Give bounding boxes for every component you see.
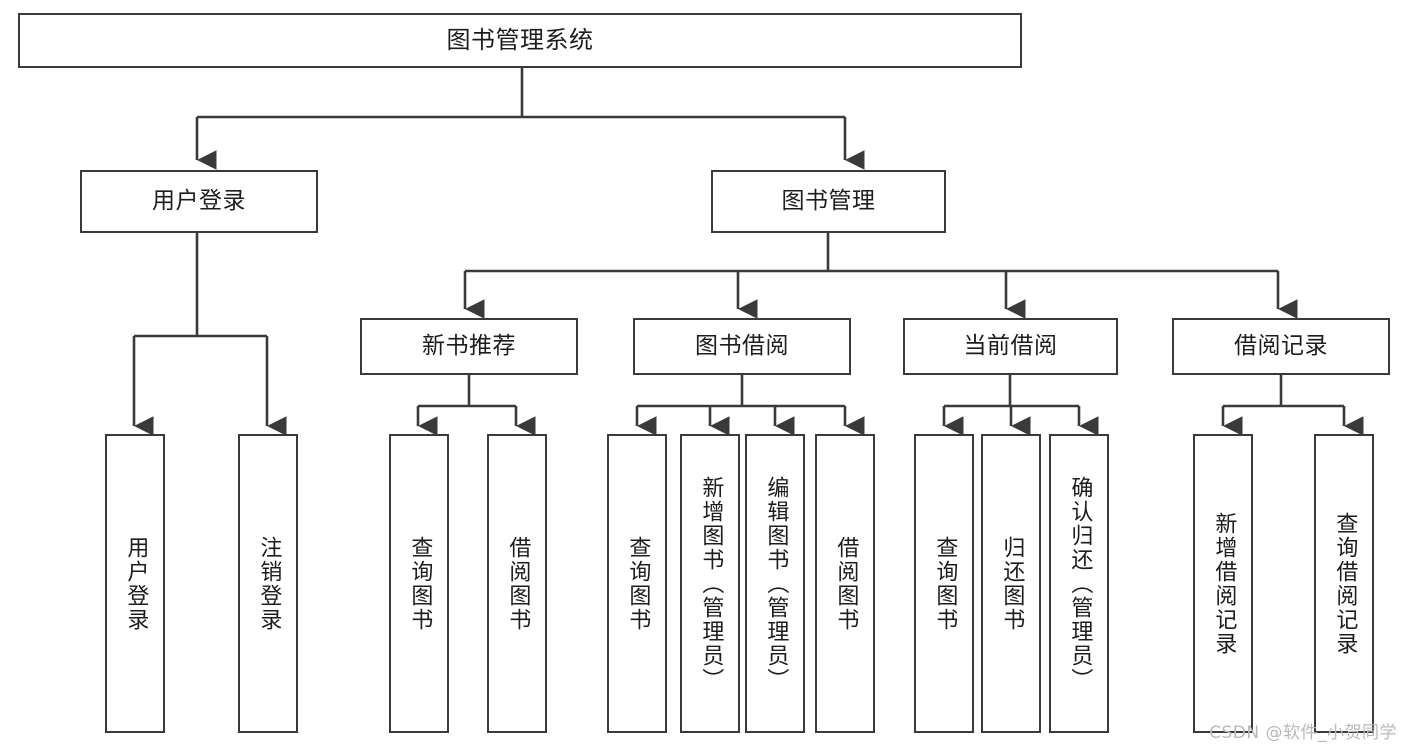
node-label: 图书管理系统 — [446, 26, 594, 55]
node-label: 当前借阅 — [963, 332, 1058, 359]
node-label: 借阅记录 — [1234, 332, 1328, 359]
node-label: 查询图书 — [932, 535, 958, 632]
leaf-record-query-record[interactable]: 查询借阅记录 — [1314, 434, 1374, 733]
node-label: 查询借阅记录 — [1332, 511, 1358, 656]
node-label: 确认归还（管理员） — [1067, 475, 1093, 692]
leaf-borrow-add-book[interactable]: 新增图书（管理员） — [680, 434, 740, 733]
node-label: 新增借阅记录 — [1211, 511, 1237, 656]
node-label: 图书管理 — [781, 187, 876, 214]
node-label: 归还图书 — [999, 535, 1025, 632]
node-user-login[interactable]: 用户登录 — [80, 170, 318, 233]
node-label: 新增图书（管理员） — [698, 475, 724, 692]
leaf-user-login-logout[interactable]: 注销登录 — [238, 434, 298, 733]
node-label: 图书借阅 — [695, 332, 789, 359]
node-label: 编辑图书（管理员） — [763, 475, 789, 692]
node-new-book-recommend[interactable]: 新书推荐 — [360, 318, 578, 375]
leaf-record-add-record[interactable]: 新增借阅记录 — [1193, 434, 1253, 733]
node-label: 查询图书 — [625, 535, 651, 632]
leaf-borrow-edit-book[interactable]: 编辑图书（管理员） — [745, 434, 805, 733]
leaf-recommend-query-book[interactable]: 查询图书 — [389, 434, 449, 733]
node-label: 查询图书 — [407, 535, 433, 632]
node-root-system[interactable]: 图书管理系统 — [18, 13, 1022, 68]
node-borrow-record[interactable]: 借阅记录 — [1172, 318, 1390, 375]
leaf-borrow-borrow-book[interactable]: 借阅图书 — [815, 434, 875, 733]
node-label: 用户登录 — [152, 187, 246, 214]
leaf-recommend-borrow-book[interactable]: 借阅图书 — [487, 434, 547, 733]
node-label: 借阅图书 — [833, 535, 859, 632]
leaf-user-login-login[interactable]: 用户登录 — [105, 434, 165, 733]
leaf-current-confirm-return[interactable]: 确认归还（管理员） — [1049, 434, 1109, 733]
node-label: 注销登录 — [256, 535, 282, 632]
node-label: 用户登录 — [123, 535, 149, 632]
node-book-management[interactable]: 图书管理 — [711, 170, 946, 233]
leaf-borrow-query-book[interactable]: 查询图书 — [607, 434, 667, 733]
node-label: 借阅图书 — [505, 535, 531, 632]
node-current-borrow[interactable]: 当前借阅 — [903, 318, 1118, 375]
node-book-borrow[interactable]: 图书借阅 — [633, 318, 851, 375]
leaf-current-query-book[interactable]: 查询图书 — [914, 434, 974, 733]
leaf-current-return-book[interactable]: 归还图书 — [981, 434, 1041, 733]
node-label: 新书推荐 — [422, 332, 516, 359]
